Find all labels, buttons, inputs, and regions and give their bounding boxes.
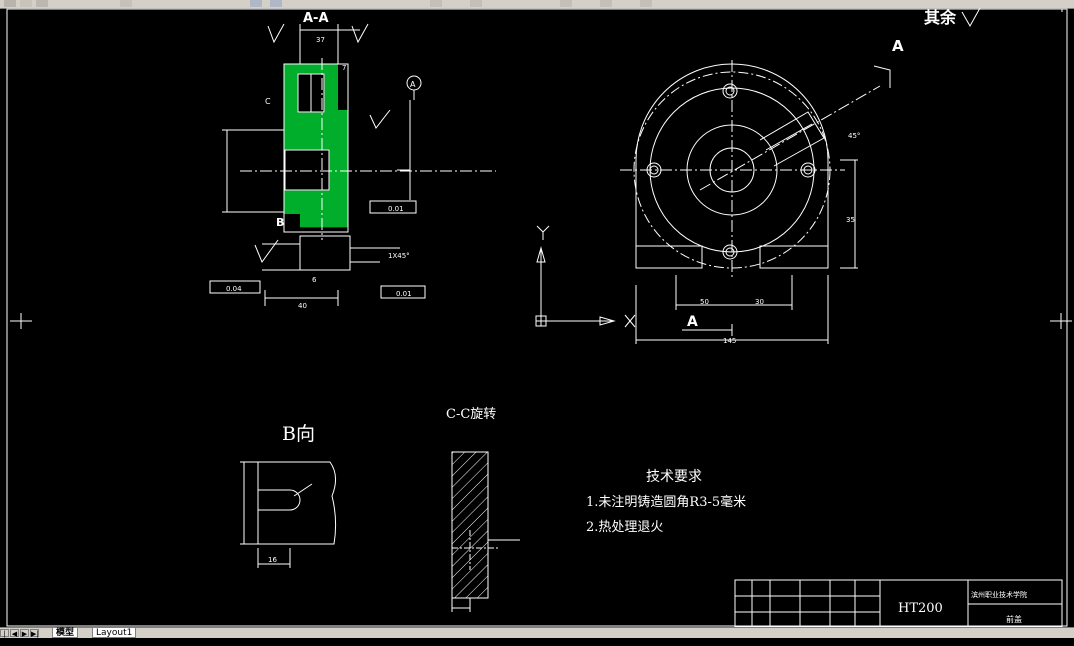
dim-50: 50	[700, 298, 709, 306]
tech-req-title: 技术要求	[646, 469, 702, 485]
title-block: HT200 滨州职业技术学院 前盖	[734, 579, 1063, 627]
part-name: 前盖	[1006, 614, 1022, 624]
view-cc-title: C-C旋转	[446, 407, 496, 422]
section-aa-title: A-A	[303, 11, 329, 26]
material-label: HT200	[898, 601, 943, 616]
new-file-icon[interactable]	[4, 0, 16, 7]
view-b-title: B向	[282, 423, 315, 445]
drawing-border	[6, 8, 1068, 627]
dim-6: 6	[312, 276, 317, 284]
tech-req-item-2: 2.热处理退火	[586, 520, 663, 535]
first-layout-button[interactable]: |◀	[0, 629, 9, 646]
layout-tab-bar: |◀ ◀ ▶ ▶| 模型 Layout1	[0, 627, 1074, 646]
dim-145: 145	[723, 337, 736, 345]
datum-a-label: A	[410, 80, 416, 89]
dim-chamfer: 1X45°	[388, 252, 410, 260]
view-cc: C-C旋转	[446, 407, 520, 612]
properties-icon[interactable]	[470, 0, 482, 7]
drawing-canvas[interactable]: A-A C B 37 7 40 1X45° 6 0.01 0.04 0.01 A	[0, 8, 1074, 627]
other-surfaces-note: 其余	[924, 8, 957, 27]
prev-layout-button[interactable]: ◀	[10, 629, 19, 638]
open-file-icon[interactable]	[20, 0, 32, 7]
tech-requirements: 技术要求 1.未注明铸造圆角R3-5毫米 2.热处理退火	[586, 469, 746, 535]
dim-16: 16	[268, 556, 277, 564]
dim-35: 35	[846, 216, 855, 224]
linetype-icon[interactable]	[600, 0, 612, 7]
print-icon[interactable]	[120, 0, 132, 7]
section-mark-a-bottom: A	[687, 314, 698, 330]
save-icon[interactable]	[36, 0, 48, 7]
dim-40: 40	[298, 302, 307, 310]
color-icon[interactable]	[560, 0, 572, 7]
next-layout-button[interactable]: ▶	[20, 629, 29, 638]
section-mark-a-top: A	[892, 37, 904, 55]
ucs-icon	[535, 225, 636, 328]
view-b: B向 16	[240, 423, 337, 568]
dim-45deg: 45°	[848, 132, 860, 140]
section-c-label: C	[265, 97, 271, 106]
lineweight-icon[interactable]	[640, 0, 652, 7]
roughness-symbol	[961, 8, 981, 28]
tech-req-item-1: 1.未注明铸造圆角R3-5毫米	[586, 494, 746, 510]
school-name: 滨州职业技术学院	[971, 590, 1027, 599]
tol-perpendicular: 0.01	[396, 290, 412, 298]
layer-icon[interactable]	[430, 0, 442, 7]
tol-concentricity: 0.01	[388, 205, 404, 213]
undo-icon[interactable]	[250, 0, 262, 7]
main-view: A A 145 50 30 35 45°	[620, 37, 904, 345]
dim-30: 30	[755, 298, 764, 306]
dim-37: 37	[316, 36, 325, 44]
section-aa-view: A-A C B 37 7 40 1X45° 6 0.01 0.04 0.01 A	[209, 11, 496, 310]
last-layout-button[interactable]: ▶|	[30, 629, 39, 638]
tol-parallel: 0.04	[226, 285, 242, 293]
dim-7: 7	[342, 64, 346, 72]
view-b-arrow-label: B	[276, 216, 284, 229]
redo-icon[interactable]	[270, 0, 282, 7]
